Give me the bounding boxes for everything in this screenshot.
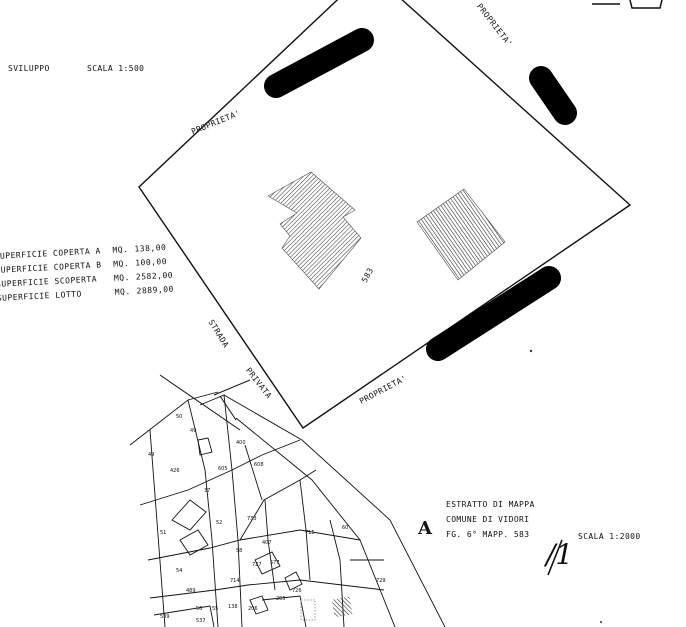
extract-letter: A — [418, 518, 432, 539]
survey-dot — [600, 621, 602, 623]
extract-sheet-number: /1 — [546, 538, 574, 571]
development-label: SVILUPPO — [8, 64, 50, 73]
redaction-bar — [264, 28, 374, 98]
cadastral-parcel-number: 729 — [376, 578, 386, 584]
extract-municipality: COMUNE DI VIDORI — [446, 515, 530, 524]
cadastral-parcel-number: 50 — [176, 414, 183, 420]
cadastral-parcel-number: 49 — [148, 452, 155, 458]
redaction-bar — [529, 66, 577, 125]
cadastral-parcel-number: 726 — [292, 588, 302, 594]
cadastral-parcel-number: 727 — [252, 562, 262, 568]
survey-dot — [529, 349, 533, 353]
scale-label: SCALA 1:500 — [87, 64, 145, 73]
cadastral-parcel-number: 715 — [305, 530, 315, 536]
area-value: 2889,00 — [136, 284, 175, 296]
cadastral-parcel-number: 56 — [196, 606, 203, 612]
sheet-slash — [547, 539, 563, 576]
building-b — [416, 188, 506, 281]
cadastral-parcel-number: 577 — [270, 560, 280, 566]
road-line — [213, 379, 251, 396]
cadastral-parcel-number: 52 — [216, 520, 223, 526]
cadastral-parcel-number: 55 — [212, 606, 219, 612]
road-line — [159, 374, 241, 431]
cadastral-parcel-number: 205 — [276, 596, 286, 602]
cadastral-parcel-number: 608 — [254, 462, 264, 468]
cadastral-parcel-number: 37 — [204, 488, 211, 494]
extract-sheet-parcel: FG. 6° MAPP. 583 — [446, 530, 530, 539]
redaction-bar — [426, 266, 561, 361]
cadastral-parcel-number: 539 — [160, 614, 170, 620]
cadastral-building — [331, 596, 353, 618]
cadastral-parcel-number: 489 — [186, 588, 196, 594]
cadastral-parcel-number: 49 — [190, 428, 197, 434]
cadastral-parcel-number: 58 — [236, 548, 243, 554]
cadastral-parcel-number: 407 — [262, 540, 272, 546]
area-unit: mq. — [114, 286, 131, 297]
road-line — [219, 395, 237, 421]
cadastral-parcel-number: 733 — [247, 516, 257, 522]
cadastral-parcel-number: 426 — [170, 468, 180, 474]
cadastral-building — [300, 599, 316, 621]
lot-boundary — [138, 0, 632, 429]
cadastral-parcel-number: 605 — [218, 466, 228, 472]
cadastral-parcel-number: 714 — [230, 578, 240, 584]
extract-scale: SCALA 1:2000 — [578, 532, 641, 541]
cadastral-parcel-number: 537 — [196, 618, 206, 624]
cadastral-parcel-number: 400 — [236, 440, 246, 446]
cadastral-map — [129, 391, 446, 627]
cadastral-parcel-number: 138 — [228, 604, 238, 610]
top-corner-mark — [592, 0, 663, 9]
cadastral-parcel-number: 51 — [160, 530, 167, 536]
extract-title: ESTRATTO DI MAPPA — [446, 500, 535, 509]
cadastral-parcel-number: 60 — [342, 525, 349, 531]
cadastral-parcel-number: 206 — [248, 606, 258, 612]
building-a — [267, 171, 362, 290]
cadastral-parcel-number: 54 — [176, 568, 183, 574]
